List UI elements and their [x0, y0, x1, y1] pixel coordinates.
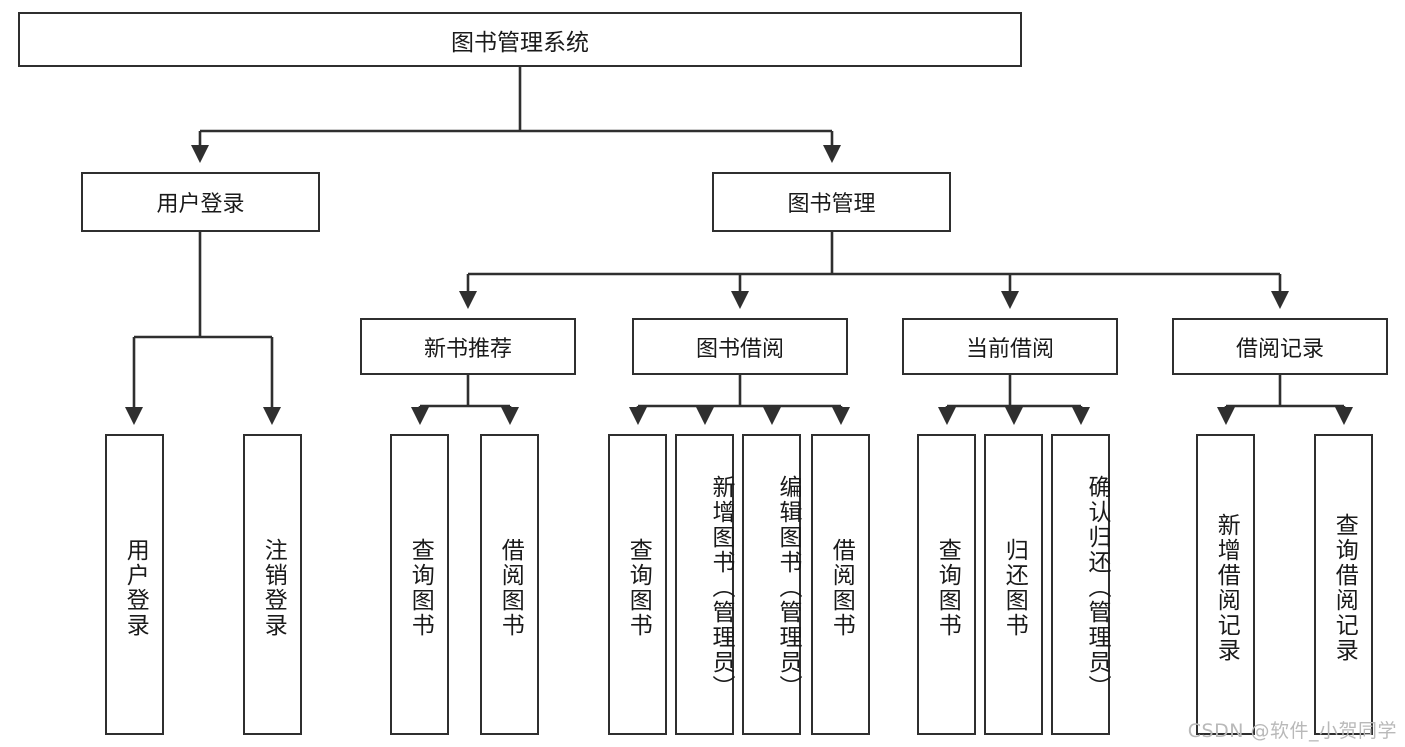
leaf-return-book[interactable]: 归还图书 — [984, 434, 1043, 735]
node-label: 新书推荐 — [423, 336, 512, 362]
leaf-confirm-return-admin[interactable]: 确认归还（管理员） — [1051, 434, 1110, 735]
node-label: 借阅记录 — [1235, 336, 1324, 362]
node-label: 查询图书 — [934, 537, 961, 638]
leaf-add-book-admin[interactable]: 新增图书（管理员） — [675, 434, 734, 735]
leaf-borrow-book[interactable]: 借阅图书 — [811, 434, 870, 735]
node-label: 借阅图书 — [497, 537, 524, 638]
node-label: 当前借阅 — [965, 336, 1054, 362]
node-label: 注销登录 — [260, 537, 287, 638]
leaf-edit-book-admin[interactable]: 编辑图书（管理员） — [742, 434, 801, 735]
node-current-borrow[interactable]: 当前借阅 — [902, 318, 1118, 375]
leaf-query-book-current[interactable]: 查询图书 — [917, 434, 976, 735]
node-label: 用户登录 — [156, 192, 245, 217]
node-label: 归还图书 — [1001, 537, 1028, 638]
node-label: 借阅图书 — [828, 537, 855, 638]
watermark: CSDN @软件_小贺同学 — [1187, 720, 1397, 742]
leaf-query-borrow-record[interactable]: 查询借阅记录 — [1314, 434, 1373, 735]
node-borrow-record[interactable]: 借阅记录 — [1172, 318, 1388, 375]
node-root-book-management-system[interactable]: 图书管理系统 — [18, 12, 1022, 67]
node-label: 图书管理系统 — [451, 29, 589, 56]
leaf-query-book-recommend[interactable]: 查询图书 — [390, 434, 449, 735]
node-label: 新增借阅记录 — [1213, 512, 1240, 663]
node-label: 查询借阅记录 — [1331, 512, 1358, 663]
node-label: 查询图书 — [625, 537, 652, 638]
leaf-user-login[interactable]: 用户登录 — [105, 434, 164, 735]
node-user-login[interactable]: 用户登录 — [81, 172, 320, 232]
leaf-user-logout[interactable]: 注销登录 — [243, 434, 302, 735]
node-label: 图书管理 — [787, 192, 876, 217]
node-new-book-recommend[interactable]: 新书推荐 — [360, 318, 576, 375]
leaf-query-book-borrow[interactable]: 查询图书 — [608, 434, 667, 735]
node-label: 确认归还（管理员） — [1084, 475, 1110, 700]
node-book-borrow[interactable]: 图书借阅 — [632, 318, 848, 375]
node-label: 新增图书（管理员） — [708, 475, 734, 700]
leaf-borrow-book-recommend[interactable]: 借阅图书 — [480, 434, 539, 735]
node-book-management[interactable]: 图书管理 — [712, 172, 951, 232]
node-label: 用户登录 — [122, 537, 149, 638]
node-label: 图书借阅 — [695, 336, 784, 362]
node-label: 查询图书 — [407, 537, 434, 638]
node-label: 编辑图书（管理员） — [775, 475, 801, 700]
leaf-add-borrow-record[interactable]: 新增借阅记录 — [1196, 434, 1255, 735]
